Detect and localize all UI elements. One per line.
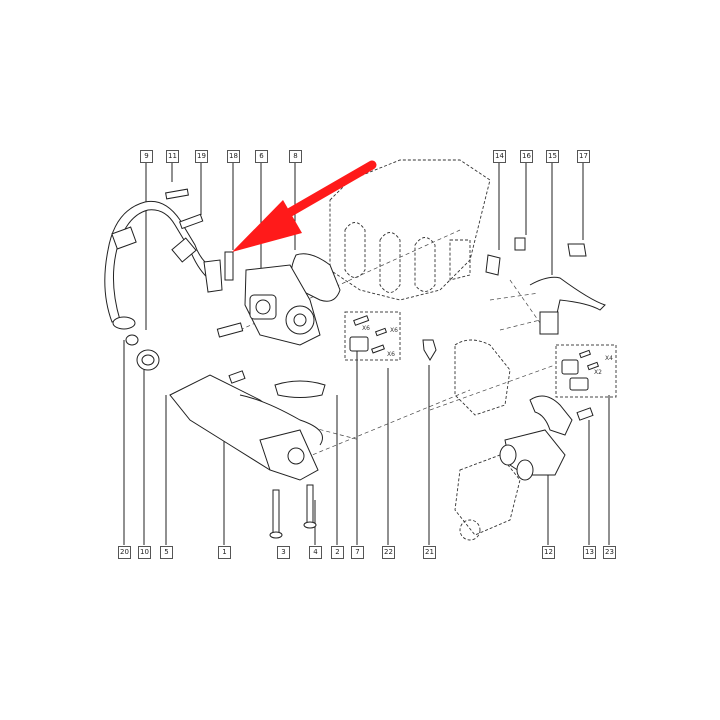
- callout-18: 18: [227, 150, 240, 163]
- part-1-egr-cooler: [169, 370, 326, 539]
- part-14-bracket: [485, 254, 501, 276]
- quantity-label-0: X6: [362, 325, 370, 332]
- callout-11: 11: [166, 150, 179, 163]
- part-12-water-outlet: [499, 395, 594, 481]
- callout-10: 10: [138, 546, 151, 559]
- quantity-label-4: X2: [594, 369, 602, 376]
- part-6-egr-valve: [216, 253, 341, 346]
- callout-22: 22: [382, 546, 395, 559]
- callout-4: 4: [309, 546, 322, 559]
- callout-7: 7: [351, 546, 364, 559]
- callout-1: 1: [218, 546, 231, 559]
- callout-12: 12: [542, 546, 555, 559]
- part-15-sensor: [539, 311, 559, 335]
- callout-9: 9: [140, 150, 153, 163]
- part-16-bolt: [514, 237, 526, 251]
- callout-23: 23: [603, 546, 616, 559]
- highlight-arrow: [232, 160, 377, 252]
- part-21-sensor: [422, 339, 437, 361]
- callout-14: 14: [493, 150, 506, 163]
- kit-22-box: [344, 311, 401, 361]
- callout-15: 15: [546, 150, 559, 163]
- callout-20: 20: [118, 546, 131, 559]
- callout-13: 13: [583, 546, 596, 559]
- callout-8: 8: [289, 150, 302, 163]
- callout-3: 3: [277, 546, 290, 559]
- kit-23-box: [555, 344, 617, 398]
- quantity-label-1: X6: [390, 327, 398, 334]
- callout-5: 5: [160, 546, 173, 559]
- callout-6: 6: [255, 150, 268, 163]
- part-10-clamp: [136, 349, 160, 371]
- callout-16: 16: [520, 150, 533, 163]
- part-9-egr-pipe: [104, 200, 223, 346]
- callout-21: 21: [423, 546, 436, 559]
- callout-17: 17: [577, 150, 590, 163]
- quantity-label-2: X6: [387, 351, 395, 358]
- callout-2: 2: [331, 546, 344, 559]
- part-17-clip: [567, 243, 587, 257]
- quantity-label-3: X4: [605, 355, 613, 362]
- callout-19: 19: [195, 150, 208, 163]
